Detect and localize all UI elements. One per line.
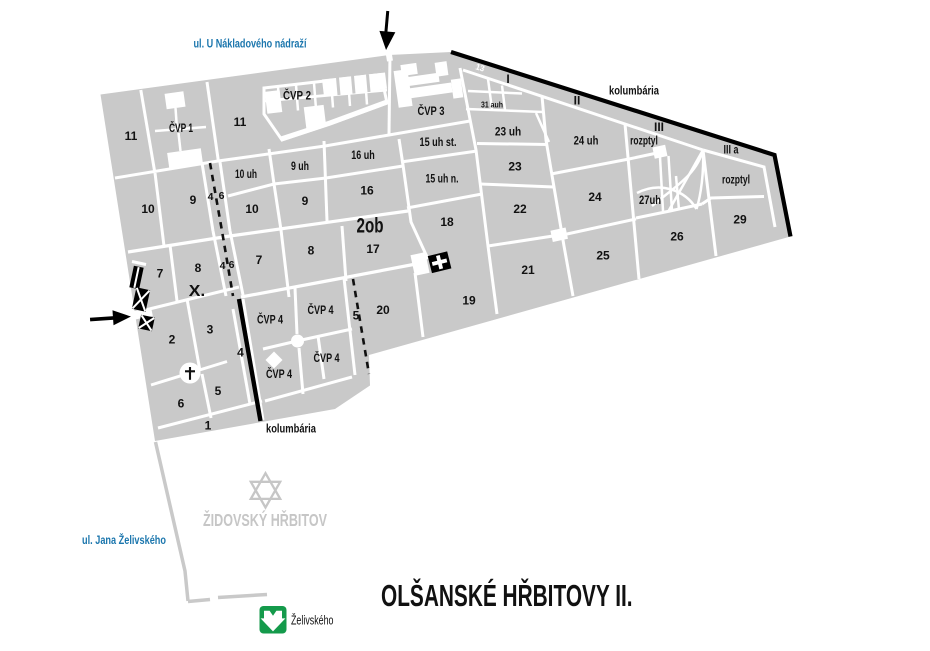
svg-text:16: 16 <box>360 184 374 198</box>
svg-text:ČVP 2: ČVP 2 <box>283 88 311 103</box>
svg-text:2: 2 <box>169 333 176 347</box>
svg-text:16 uh: 16 uh <box>351 148 375 162</box>
svg-text:OLŠANSKÉ HŘBITOVY II.: OLŠANSKÉ HŘBITOVY II. <box>381 577 633 613</box>
svg-text:6: 6 <box>219 190 225 202</box>
svg-text:4: 4 <box>237 346 244 360</box>
svg-text:6: 6 <box>178 397 185 411</box>
svg-text:24: 24 <box>588 190 602 204</box>
svg-text:10: 10 <box>245 202 259 216</box>
svg-text:23 uh: 23 uh <box>495 125 521 139</box>
svg-text:5: 5 <box>353 309 360 323</box>
svg-text:ul. U Nákladového nádraží: ul. U Nákladového nádraží <box>194 39 308 51</box>
svg-text:X.: X. <box>189 283 206 300</box>
svg-text:31 auh: 31 auh <box>481 101 503 110</box>
svg-text:6: 6 <box>229 259 235 271</box>
svg-text:11: 11 <box>234 115 247 129</box>
svg-text:29: 29 <box>733 213 747 227</box>
svg-text:ČVP 4: ČVP 4 <box>314 350 340 365</box>
svg-text:III: III <box>654 120 664 134</box>
svg-text:17: 17 <box>366 242 380 256</box>
svg-text:13: 13 <box>474 61 486 73</box>
svg-text:10 uh: 10 uh <box>235 167 257 181</box>
svg-text:25: 25 <box>596 249 610 263</box>
svg-text:4: 4 <box>220 260 226 272</box>
svg-text:27uh: 27uh <box>639 193 661 207</box>
svg-text:I: I <box>506 72 509 86</box>
svg-text:ŽIDOVSKÝ HŘBITOV: ŽIDOVSKÝ HŘBITOV <box>203 509 327 530</box>
svg-text:18: 18 <box>440 215 454 229</box>
svg-text:rozptyl: rozptyl <box>722 173 750 187</box>
svg-text:7: 7 <box>157 267 164 281</box>
svg-text:rozptyl: rozptyl <box>630 134 658 148</box>
svg-text:Želivského: Želivského <box>291 613 334 628</box>
svg-text:III a: III a <box>724 143 739 157</box>
svg-text:15 uh n.: 15 uh n. <box>426 172 459 186</box>
svg-text:24 uh: 24 uh <box>574 134 599 148</box>
svg-text:II: II <box>574 94 581 108</box>
svg-text:8: 8 <box>308 244 315 258</box>
svg-text:kolumbária: kolumbária <box>266 422 316 436</box>
svg-text:ČVP 4: ČVP 4 <box>308 302 334 317</box>
svg-text:3: 3 <box>207 323 214 337</box>
svg-text:5: 5 <box>215 384 222 398</box>
svg-text:kolumbária: kolumbária <box>609 84 659 98</box>
svg-text:10: 10 <box>141 202 155 216</box>
svg-text:20: 20 <box>376 303 390 317</box>
svg-text:4: 4 <box>208 191 214 203</box>
svg-text:2ob: 2ob <box>357 215 384 238</box>
svg-text:1: 1 <box>205 419 212 433</box>
svg-text:ČVP 4: ČVP 4 <box>257 312 283 327</box>
svg-text:19: 19 <box>462 294 476 308</box>
svg-text:9: 9 <box>302 194 309 208</box>
svg-text:26: 26 <box>670 230 684 244</box>
svg-text:ul. Jana Želivského: ul. Jana Želivského <box>82 534 166 547</box>
svg-text:8: 8 <box>195 261 202 275</box>
svg-text:7: 7 <box>256 253 263 267</box>
svg-text:15 uh st.: 15 uh st. <box>420 135 457 149</box>
svg-text:ČVP 1: ČVP 1 <box>169 120 193 135</box>
svg-text:21: 21 <box>521 263 535 277</box>
svg-text:22: 22 <box>513 202 527 216</box>
svg-text:ČVP 3: ČVP 3 <box>418 103 445 118</box>
svg-text:11: 11 <box>125 129 138 143</box>
svg-text:9: 9 <box>190 193 197 207</box>
svg-text:9 uh: 9 uh <box>291 159 309 173</box>
svg-text:ČVP 4: ČVP 4 <box>266 366 292 381</box>
svg-text:23: 23 <box>508 160 522 174</box>
